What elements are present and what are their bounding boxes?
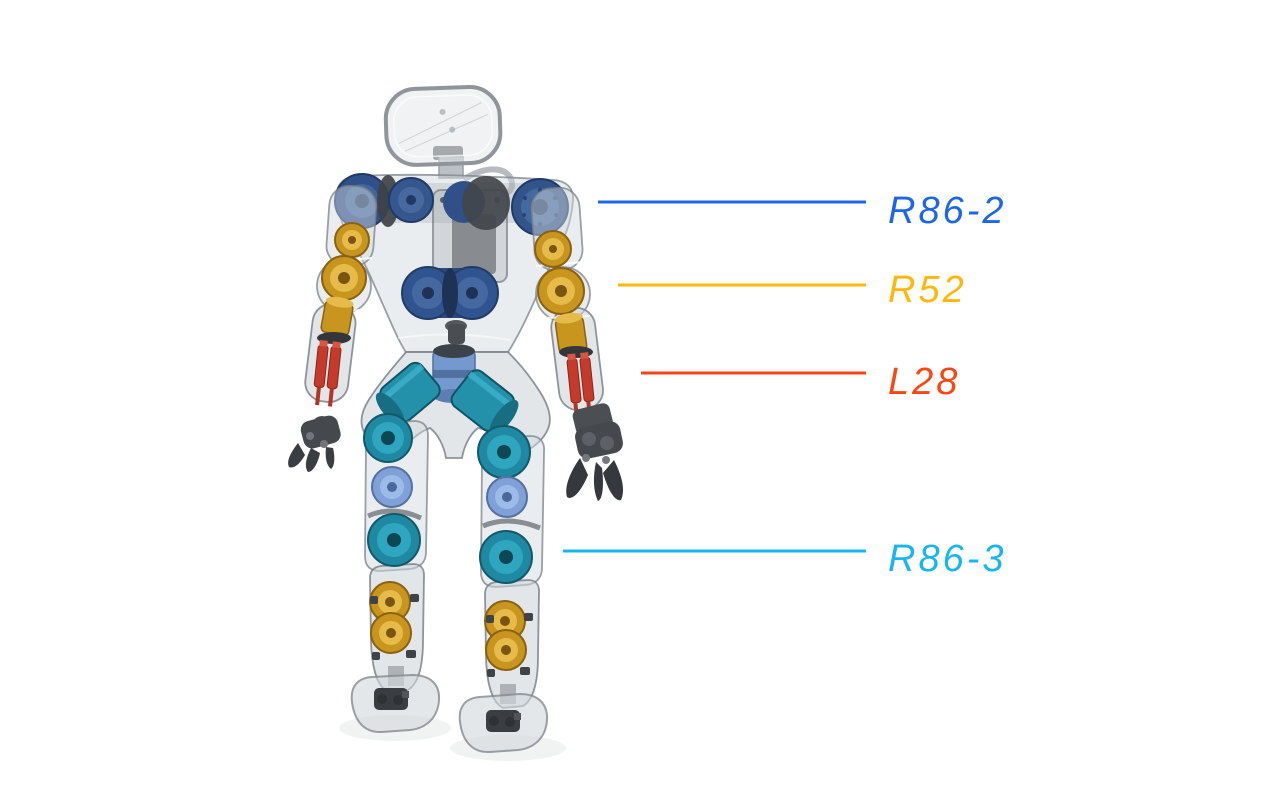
waist-actuator — [401, 266, 499, 344]
callout-label-l28: L28 — [888, 361, 960, 403]
right-hip-actuator — [477, 425, 531, 479]
robot-head — [383, 85, 503, 167]
left-forearm-actuator — [313, 339, 342, 407]
callout-r86-3: R86-3 — [563, 538, 1007, 580]
right-upper-arm-actuator — [534, 230, 572, 268]
left-hip-actuator — [363, 413, 413, 463]
right-shoulder-actuator — [443, 176, 569, 236]
left-elbow-actuator — [321, 255, 367, 301]
callout-r52: R52 — [618, 269, 967, 311]
left-hand — [288, 415, 341, 472]
robot-left-leg — [363, 413, 429, 693]
robot-illustration — [288, 85, 624, 754]
robot-feet — [350, 673, 549, 754]
callout-label-r86-3: R86-3 — [888, 538, 1007, 580]
callout-label-r52: R52 — [888, 269, 967, 311]
shoulder-actuators — [334, 173, 569, 236]
left-thigh-actuator — [371, 466, 413, 508]
right-elbow-actuator — [537, 267, 585, 315]
callouts: R86-2 R52 L28 R86-3 — [563, 190, 1007, 580]
right-thigh-actuator — [486, 476, 528, 518]
left-hip-drum — [375, 361, 441, 425]
right-hip-drum — [450, 369, 519, 435]
right-knee-actuator — [479, 530, 533, 584]
left-shin-actuators — [369, 581, 419, 660]
callout-label-r86-2: R86-2 — [888, 190, 1007, 232]
right-hand — [566, 403, 624, 501]
robot-right-leg — [477, 425, 545, 709]
robot-right-arm — [530, 186, 624, 501]
right-shin-actuators — [484, 600, 533, 677]
callout-l28: L28 — [641, 361, 960, 403]
callout-r86-2: R86-2 — [598, 190, 1007, 232]
left-upper-arm-actuator — [334, 222, 370, 258]
left-knee-actuator — [367, 513, 421, 567]
robot-left-arm — [288, 184, 378, 472]
